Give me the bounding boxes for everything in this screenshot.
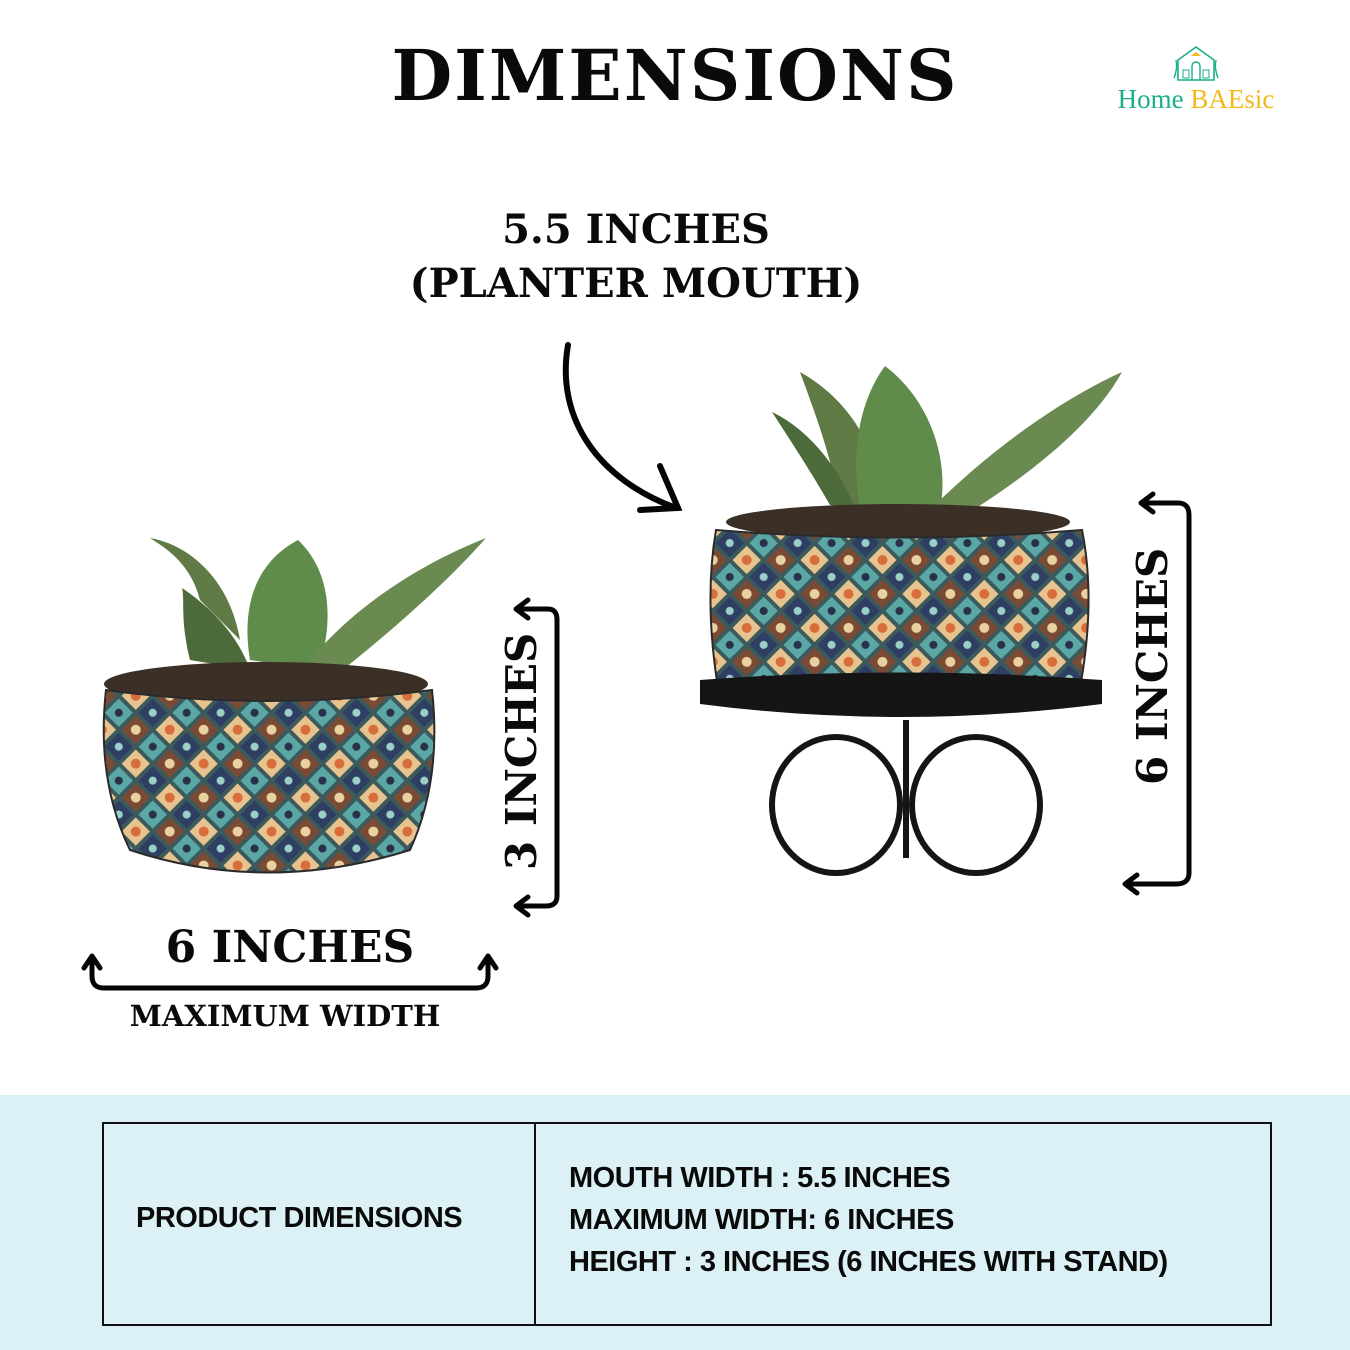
left-height-label: 3 INCHES (497, 632, 546, 870)
max-width-caption: MAXIMUM WIDTH (129, 999, 441, 1033)
table-heading-cell: PRODUCT DIMENSIONS (104, 1124, 536, 1324)
table-heading: PRODUCT DIMENSIONS (136, 1202, 463, 1234)
house-logo-icon (1173, 46, 1219, 81)
spec-mouth-width: MOUTH WIDTH : 5.5 INCHES (569, 1162, 951, 1194)
curved-arrow-icon (562, 342, 683, 513)
spec-max-width: MAXIMUM WIDTH: 6 INCHES (569, 1204, 954, 1236)
logo-text-home: Home (1117, 84, 1191, 114)
mouth-size-label: 5.5 INCHES (502, 206, 770, 253)
right-planter-image (700, 366, 1122, 876)
logo-text-baesic: BAEsic (1190, 84, 1275, 114)
width-bracket-icon (81, 953, 499, 991)
right-height-label: 6 INCHES (1128, 547, 1177, 785)
page-title: DIMENSIONS (391, 34, 959, 117)
brand-logo: Home BAEsic (1108, 44, 1284, 116)
right-height-bracket-icon (1122, 491, 1192, 896)
dimensions-band (0, 1095, 1350, 1350)
left-planter-image (102, 538, 486, 874)
product-illustration (81, 342, 1192, 991)
mouth-caption-label: (PLANTER MOUTH) (409, 260, 863, 307)
table-specs-cell: MOUTH WIDTH : 5.5 INCHES MAXIMUM WIDTH: … (536, 1124, 1270, 1324)
left-height-bracket-icon (513, 597, 560, 918)
dimensions-table: PRODUCT DIMENSIONS MOUTH WIDTH : 5.5 INC… (102, 1122, 1272, 1326)
width-label: 6 INCHES (165, 922, 415, 973)
spec-height: HEIGHT : 3 INCHES (6 INCHES WITH STAND) (569, 1246, 1168, 1278)
